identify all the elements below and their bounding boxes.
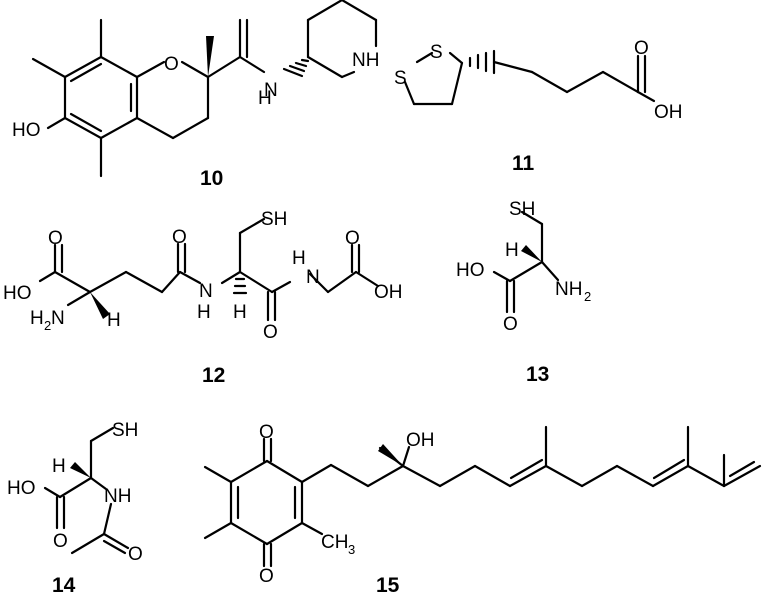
compound-13: SH H HO NH 2 O 13 [456,199,591,386]
compound-number-14: 14 [52,574,76,597]
compound-number-10: 10 [200,167,223,190]
label-c10-hydroxyl: HO [12,120,41,141]
label-c10-amide-h: H [258,88,272,109]
label-c12-gly-n: N [306,267,320,288]
label-c14-alpha-h: H [52,456,66,477]
compound-10: O N H NH HO 10 [12,0,379,190]
label-c12-hydroxyl-right: OH [374,282,403,303]
label-c15-methyl: CH [321,532,348,553]
label-c12-o-gly: O [345,228,360,249]
label-c11-sulfur-1: S [430,42,443,63]
compound-number-12: 12 [202,364,225,387]
label-c12-o-alpha: O [48,228,63,249]
label-c13-amine-sub: 2 [584,289,591,304]
label-c11-carbonyl-o: O [634,38,649,59]
label-c12-amide-n1: N [199,281,213,302]
label-c11-sulfur-2: S [394,68,407,89]
label-c12-cys-h: H [233,302,247,323]
label-c13-hydroxyl: HO [456,260,485,281]
label-c13-alpha-h: H [505,240,519,261]
label-c10-oxygen: O [164,54,179,75]
compound-12: SH O O O O HO H 2 N H N H H H N OH 12 [3,209,403,387]
compound-number-11: 11 [512,152,535,175]
label-c14-hydroxyl: HO [7,478,36,499]
compound-15: O O OH CH 3 15 [203,422,762,597]
label-c14-thiol: SH [112,420,138,441]
label-c14-acetyl-o: O [128,544,143,565]
label-c13-thiol: SH [509,199,535,220]
label-c12-thiol: SH [261,209,287,230]
label-c14-amide-nh: NH [104,486,131,507]
label-c12-alpha-h: H [107,310,121,331]
label-c12-o-cys: O [263,322,278,343]
label-c12-amine-h: H [30,308,44,329]
label-c15-oxygen-top: O [259,422,274,443]
label-c12-amide-h1: H [197,302,211,323]
label-c12-amine-n: N [51,308,65,329]
label-c15-oxygen-bottom: O [259,566,274,587]
label-c12-hydroxyl-left: HO [3,283,32,304]
label-c14-carbonyl-o: O [53,531,68,552]
label-c12-amine-sub: 2 [44,318,51,333]
label-c11-hydroxyl: OH [654,102,683,123]
label-c12-o-gamma: O [172,227,187,248]
compound-number-15: 15 [376,574,400,597]
compound-11: S S O OH 11 [394,38,683,175]
label-c12-gly-h: H [292,248,306,269]
label-c10-ring-nh: NH [352,50,379,71]
compound-14: SH H HO NH O O 14 [7,420,143,597]
label-c10-amide-n: N [264,80,278,101]
label-c15-hydroxyl: OH [406,430,435,451]
label-c13-amine: NH [555,279,582,300]
compound-number-13: 13 [526,363,549,386]
label-c15-methyl-sub: 3 [348,542,355,557]
label-c13-carbonyl-o: O [503,314,518,335]
